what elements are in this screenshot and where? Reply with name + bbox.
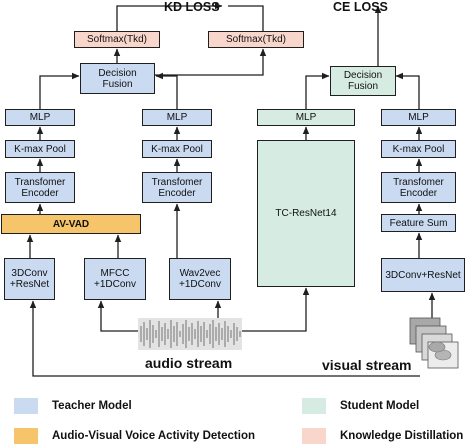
teacher-right-mlp-box: MLP [142, 109, 212, 126]
teacher-right-kmax-box: K-max Pool [142, 140, 212, 158]
mfcc-1dconv-box: MFCC +1DConv [84, 258, 146, 300]
video-frames-image [410, 318, 458, 368]
visual-stream-label: visual stream [322, 357, 412, 373]
student-audio-mlp-box: MLP [257, 109, 355, 126]
tc-resnet14-box: TC-ResNet14 [257, 140, 355, 287]
student-visual-mlp-box: MLP [381, 109, 456, 126]
teacher-left-mlp-box: MLP [5, 109, 75, 126]
legend-student-label: Student Model [340, 399, 419, 413]
teacher-decision-fusion-box: Decision Fusion [80, 63, 155, 94]
legend-kd-swatch [302, 428, 326, 444]
kd-loss-title: KD LOSS [164, 0, 220, 14]
student-softmax-box: Softmax(Tkd) [208, 31, 304, 48]
feature-sum-box: Feature Sum [381, 214, 456, 232]
teacher-softmax-box: Softmax(Tkd) [74, 31, 160, 48]
legend-teacher-label: Teacher Model [52, 399, 132, 413]
wav2vec-1dconv-box: Wav2vec +1DConv [169, 258, 231, 300]
student-visual-kmax-box: K-max Pool [381, 140, 456, 158]
audio-stream-label: audio stream [145, 355, 232, 371]
student-decision-fusion-box: Decision Fusion [330, 66, 396, 96]
av-vad-box: AV-VAD [1, 214, 141, 234]
legend-kd-label: Knowledge Distillation [340, 429, 463, 443]
teacher-left-encoder-box: Transfomer Encoder [5, 172, 75, 203]
audio-waveform [138, 318, 242, 350]
legend-teacher-swatch [14, 398, 38, 414]
legend-vad-swatch [14, 428, 38, 444]
teacher-right-encoder-box: Transfomer Encoder [142, 172, 212, 203]
ce-loss-title: CE LOSS [333, 0, 388, 14]
teacher-3dconv-resnet-box: 3DConv +ResNet [4, 258, 55, 300]
legend-vad-label: Audio-Visual Voice Activity Detection [52, 429, 255, 443]
student-3dconv-resnet-box: 3DConv+ResNet [381, 258, 465, 292]
teacher-left-kmax-box: K-max Pool [5, 140, 75, 158]
student-visual-encoder-box: Transfomer Encoder [381, 172, 456, 203]
legend-student-swatch [302, 398, 326, 414]
